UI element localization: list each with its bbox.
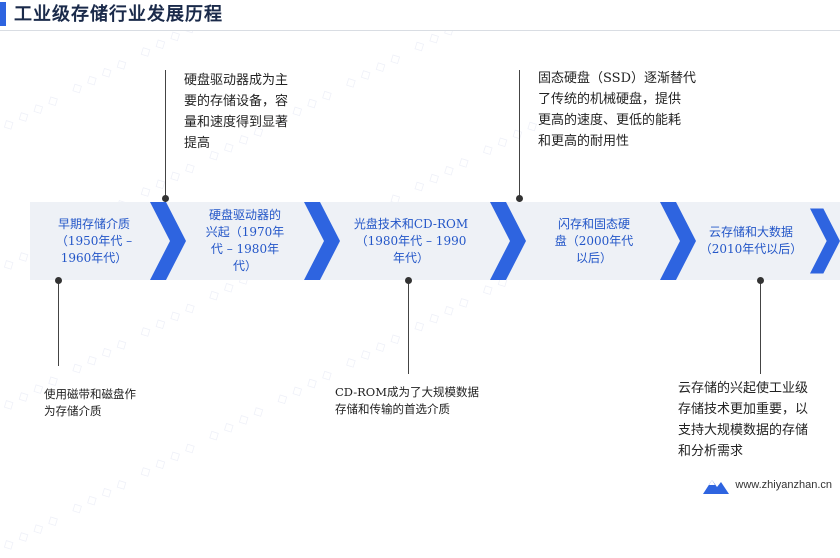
connector-dot [55, 277, 62, 284]
connector-line [760, 280, 761, 374]
stage-flash-ssd: 闪存和固态硬 盘（2000年代 以后） [530, 203, 658, 279]
stage-label: 闪存和固态硬 盘（2000年代 以后） [554, 216, 634, 265]
note-ssd-description: 固态硬盘（SSD）逐渐替代 了传统的机械硬盘，提供 更高的速度、更低的能耗 和更… [538, 71, 697, 149]
connector-line [408, 280, 409, 374]
connector-dot [162, 195, 169, 202]
note-early-media-description: 使用磁带和磁盘作 为存储介质 [44, 387, 136, 418]
chevron-arrow-icon [810, 208, 840, 274]
stage-label: 早期存储介质 （1950年代 – 1960年代） [55, 216, 133, 265]
stage-hdd-rise: 硬盘驱动器的 兴起（1970年 代 – 1980年 代） [192, 203, 298, 279]
chevron-arrow-icon [304, 202, 340, 280]
title-bar: 工业级存储行业发展历程 [0, 0, 840, 31]
stage-optical-cdrom: 光盘技术和CD-ROM （1980年代 – 1990 年代） [340, 203, 482, 279]
note-cloud-description: 云存储的兴起使工业级 存储技术更加重要，以 支持大规模数据的存储 和分析需求 [678, 381, 809, 459]
stage-early-media: 早期存储介质 （1950年代 – 1960年代） [38, 203, 150, 279]
page-title: 工业级存储行业发展历程 [14, 4, 223, 25]
connector-dot [405, 277, 412, 284]
mountain-logo-icon [703, 480, 730, 494]
connector-line [58, 280, 59, 366]
connector-dot [516, 195, 523, 202]
stage-label: 云存储和大数据 （2010年代以后） [699, 225, 803, 256]
chevron-arrow-icon [150, 202, 186, 280]
connector-line [519, 70, 520, 202]
chevron-arrow-icon [660, 202, 696, 280]
note-cdrom-description: CD-ROM成为了大规模数据 存储和传输的首选介质 [335, 385, 479, 416]
chevron-arrow-icon [490, 202, 526, 280]
stage-label: 硬盘驱动器的 兴起（1970年 代 – 1980年 代） [205, 208, 285, 273]
footer-url: www.zhiyanzhan.cn [735, 479, 832, 491]
stage-cloud-bigdata: 云存储和大数据 （2010年代以后） [686, 203, 816, 279]
stage-label: 光盘技术和CD-ROM （1980年代 – 1990 年代） [353, 216, 469, 265]
note-hdd-description: 硬盘驱动器成为主 要的存储设备，容 量和速度得到显著 提高 [184, 73, 289, 151]
footer-logo: www.zhiyanzhan.cn [703, 476, 832, 494]
connector-dot [757, 277, 764, 284]
connector-line [165, 70, 166, 202]
title-accent-bar [0, 2, 6, 26]
